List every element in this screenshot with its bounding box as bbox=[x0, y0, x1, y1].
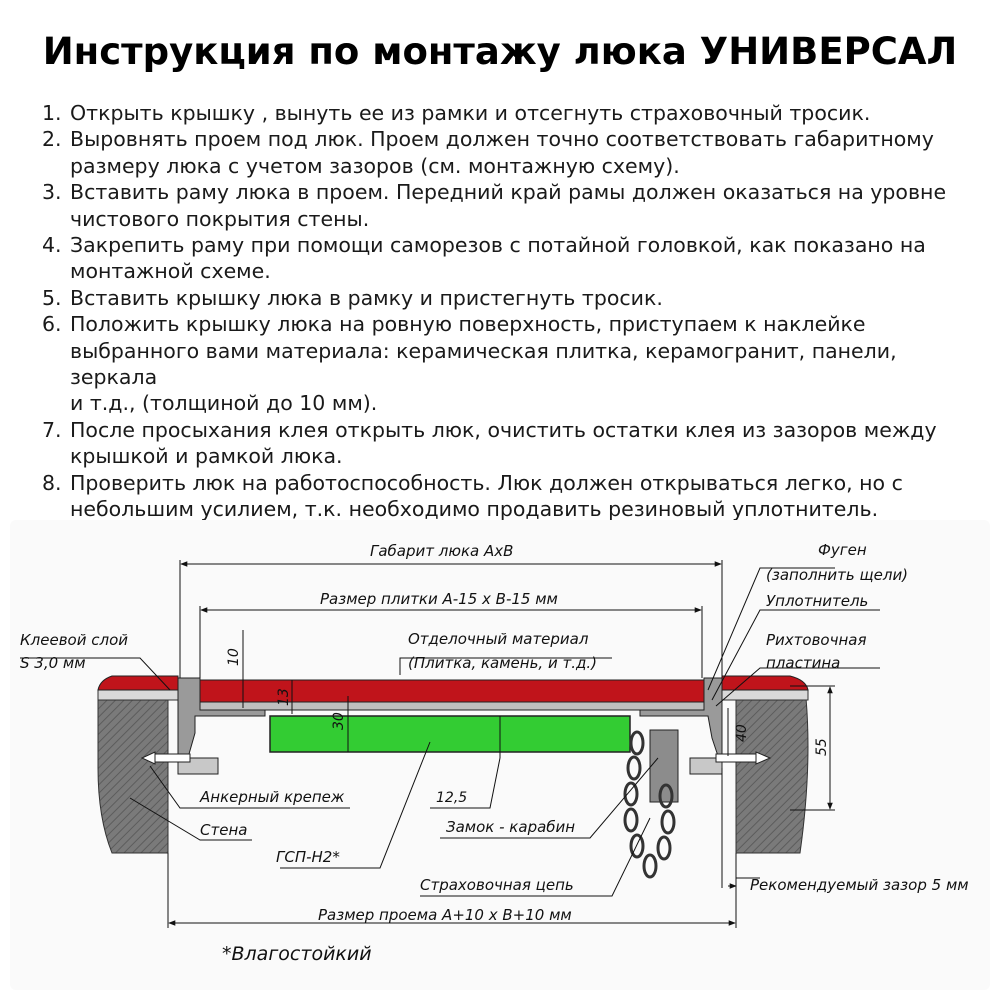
step-line: выбранного вами материала: керамическая … bbox=[70, 338, 897, 390]
step-line: Открыть крышку , вынуть ее из рамки и от… bbox=[70, 101, 871, 125]
step-line: Вставить крышку люка в рамку и пристегну… bbox=[70, 285, 663, 310]
label-fugen-2: (заполнить щели) bbox=[766, 566, 908, 584]
dim-125-value: 12,5 bbox=[436, 790, 467, 806]
label-anchor: Анкерный крепеж bbox=[199, 788, 345, 806]
label-gap: Рекомендуемый зазор 5 мм bbox=[750, 876, 969, 894]
label-plate-2: пластина bbox=[766, 654, 840, 672]
step-line: Проверить люк на работоспособность. Люк … bbox=[70, 470, 903, 495]
instruction-step: 1. Открыть крышку , вынуть ее из рамки и … bbox=[42, 100, 982, 126]
leader-glue bbox=[20, 657, 171, 691]
step-text: Положить крышку люка на ровную поверхнос… bbox=[70, 311, 982, 417]
dim-10-value: 10 bbox=[226, 648, 242, 666]
dim-30-value: 30 bbox=[331, 712, 347, 730]
wall-right bbox=[735, 697, 809, 854]
leader-fugen bbox=[707, 567, 835, 691]
step-text: Проверить люк на работоспособность. Люк … bbox=[70, 470, 982, 523]
step-line: монтажной схеме. bbox=[70, 259, 271, 284]
mounting-diagram: Габарит люка АхВ Размер плитки А-15 х В-… bbox=[10, 520, 990, 990]
page-title: Инструкция по монтажу люка УНИВЕРСАЛ bbox=[42, 30, 958, 73]
label-glue-1: Клеевой слой bbox=[20, 631, 128, 649]
glue-layer-right bbox=[721, 689, 809, 701]
label-wall: Стена bbox=[200, 821, 247, 839]
step-line: Положить крышку люка на ровную поверхнос… bbox=[70, 312, 866, 337]
label-chain: Страховочная цепь bbox=[420, 876, 574, 894]
step-number: 6. bbox=[42, 312, 62, 337]
step-text: Закрепить раму при помощи саморезов с по… bbox=[70, 232, 982, 285]
step-number: 1. bbox=[42, 101, 62, 125]
leader-125 bbox=[430, 757, 501, 809]
step-line: размеру люка с учетом зазоров (см. монта… bbox=[70, 153, 680, 178]
leader-lock bbox=[440, 757, 659, 839]
step-text: Вставить крышку люка в рамку и пристегну… bbox=[70, 285, 982, 311]
leader-wall bbox=[129, 797, 252, 841]
step-number: 2. bbox=[42, 127, 62, 152]
instruction-step: 3. Вставить раму люка в проем. Передний к… bbox=[42, 179, 982, 232]
tile-right bbox=[721, 675, 809, 691]
wall-left bbox=[97, 697, 169, 854]
label-finish-1: Отделочный материал bbox=[408, 630, 589, 648]
step-line: После просыхания клея открыть люк, очист… bbox=[70, 417, 937, 442]
leader-finish bbox=[399, 657, 612, 675]
label-plate-1: Рихтовочная bbox=[766, 631, 867, 649]
instruction-step: 8. Проверить люк на работоспособность. Лю… bbox=[42, 470, 982, 523]
anchor-right bbox=[715, 751, 772, 765]
leader-gsp bbox=[280, 741, 431, 869]
step-text: Вставить раму люка в проем. Передний кра… bbox=[70, 179, 982, 232]
leader-anchor bbox=[149, 765, 350, 809]
leader-chain bbox=[420, 817, 651, 897]
instruction-step: 7. После просыхания клея открыть люк, очи… bbox=[42, 417, 982, 470]
label-gabarit: Габарит люка АхВ bbox=[370, 542, 513, 560]
lock-body bbox=[649, 729, 679, 803]
frame-bottom-right bbox=[689, 757, 723, 775]
step-number: 8. bbox=[42, 470, 62, 495]
leader-seal bbox=[711, 609, 880, 701]
step-line: небольшим усилием, т.к. необходимо прода… bbox=[70, 497, 879, 522]
step-text: Выровнять проем под люк. Проем должен то… bbox=[70, 126, 982, 179]
label-seal: Уплотнитель bbox=[766, 592, 868, 610]
anchor-left bbox=[140, 751, 191, 765]
step-line: Выровнять проем под люк. Проем должен то… bbox=[70, 127, 934, 152]
lid-plate bbox=[199, 701, 705, 711]
label-lock: Замок - карабин bbox=[446, 818, 575, 836]
step-line: чистового покрытия стены. bbox=[70, 206, 370, 231]
leader-plate bbox=[715, 667, 880, 707]
step-line: крышкой и рамкой люка. bbox=[70, 444, 343, 469]
instruction-list: 1. Открыть крышку , вынуть ее из рамки и … bbox=[42, 100, 982, 549]
dim-13-value: 13 bbox=[276, 688, 292, 706]
instruction-step: 4. Закрепить раму при помощи саморезов с … bbox=[42, 232, 982, 285]
instruction-step: 2. Выровнять проем под люк. Проем должен … bbox=[42, 126, 982, 179]
dim-40-value: 40 bbox=[734, 724, 750, 742]
step-line: Вставить раму люка в проем. Передний кра… bbox=[70, 180, 947, 205]
safety-chain bbox=[623, 730, 676, 879]
step-text: Открыть крышку , вынуть ее из рамки и от… bbox=[70, 100, 982, 126]
step-number: 5. bbox=[42, 285, 62, 310]
label-fugen-1: Фуген bbox=[818, 541, 867, 559]
step-number: 4. bbox=[42, 233, 62, 258]
step-line: Закрепить раму при помощи саморезов с по… bbox=[70, 233, 926, 258]
instruction-step: 5. Вставить крышку люка в рамку и пристег… bbox=[42, 285, 982, 311]
label-glue-2: S 3,0 мм bbox=[20, 654, 86, 672]
instruction-step: 6. Положить крышку люка на ровную поверхн… bbox=[42, 311, 982, 417]
step-line: и т.д., (толщиной до 10 мм). bbox=[70, 391, 378, 416]
step-number: 7. bbox=[42, 417, 62, 442]
label-opening: Размер проема А+10 х В+10 мм bbox=[318, 906, 572, 924]
label-moisture: *Влагостойкий bbox=[222, 943, 372, 965]
step-text: После просыхания клея открыть люк, очист… bbox=[70, 417, 982, 470]
step-number: 3. bbox=[42, 180, 62, 205]
label-finish-2: (Плитка, камень, и т.д.) bbox=[408, 654, 597, 672]
glue-layer-left bbox=[97, 689, 179, 701]
label-tile-size: Размер плитки А-15 х В-15 мм bbox=[320, 590, 558, 608]
dim-55-value: 55 bbox=[814, 738, 830, 756]
gsp-board bbox=[269, 715, 631, 753]
label-gsp: ГСП-Н2* bbox=[276, 848, 340, 866]
tile-left bbox=[97, 675, 179, 691]
